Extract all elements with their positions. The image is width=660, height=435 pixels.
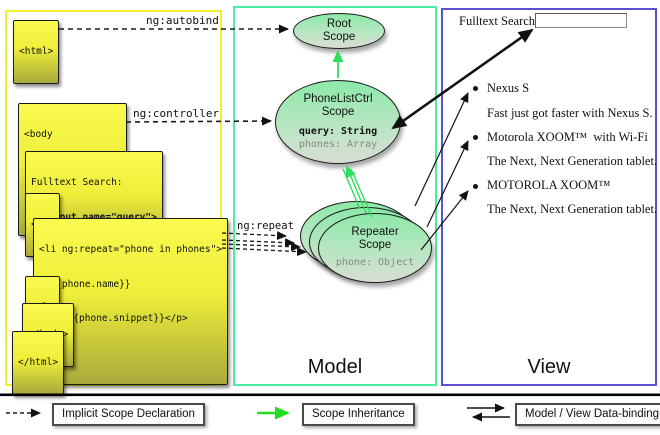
ng-autobind-label: ng:autobind <box>146 14 219 27</box>
scope-title: Scope <box>358 239 392 252</box>
code-line: <p>{{phone.snippet}}</p> <box>39 313 188 324</box>
scope-title: Scope <box>322 31 356 43</box>
list-bullet <box>473 184 478 189</box>
view-search-label: Fulltext Search: <box>459 14 539 28</box>
scope-property: query: String <box>298 126 378 137</box>
legend-implicit-scope-declaration: Implicit Scope Declaration <box>52 403 205 426</box>
code-line: <body <box>24 129 53 140</box>
model-column-label: Model <box>307 356 363 378</box>
legend-separator-line <box>0 393 660 397</box>
code-line: {{phone.name}} <box>39 278 131 290</box>
phone-name: MOTOROLA XOOM™ <box>487 178 611 192</box>
legend-scope-inheritance: Scope Inheritance <box>302 403 415 426</box>
code-line: <html> <box>19 46 54 57</box>
phone-desc: Fast just got faster with Nexus S. <box>487 106 653 120</box>
code-box-li-repeat: <li ng:repeat="phone in phones"> {{phone… <box>33 218 229 385</box>
view-search-input <box>535 13 627 28</box>
scope-title: Root <box>326 18 352 30</box>
list-bullet <box>473 135 478 140</box>
list-bullet <box>473 86 478 91</box>
ng-repeat-label: ng:repeat <box>237 220 294 232</box>
scope-title: Repeater <box>351 226 399 239</box>
phone-name: Motorola XOOM™ with Wi-Fi <box>487 130 648 144</box>
scope-property: phone: Object <box>335 257 415 269</box>
view-column-label: View <box>527 356 571 378</box>
root-scope-ellipse: Root Scope <box>293 13 385 49</box>
model-column <box>233 6 437 386</box>
ng-controller-label: ng:controller <box>133 107 220 120</box>
repeater-scope-ellipse-front: Repeater Scope phone: Object <box>318 213 432 283</box>
code-line: <li ng:repeat="phone in phones"> <box>39 244 223 255</box>
code-box-html-open: <html> <box>13 20 60 84</box>
phone-name: Nexus S <box>487 81 530 95</box>
phonelistctrl-scope-ellipse: PhoneListCtrl Scope query: String phones… <box>275 80 401 164</box>
scope-title: PhoneListCtrl <box>303 93 373 105</box>
phone-desc: The Next, Next Generation tablet. <box>487 154 658 168</box>
code-box-html-close: </html> <box>12 331 65 395</box>
legend-model-view-data-binding: Model / View Data-binding <box>515 403 660 426</box>
code-line: Fulltext Search: <box>31 177 123 188</box>
scope-property: phones: Array <box>298 138 378 150</box>
phone-desc: The Next, Next Generation tablet. <box>487 202 658 216</box>
view-column <box>441 8 657 386</box>
code-line: </html> <box>18 357 59 368</box>
scope-title: Scope <box>321 106 355 118</box>
